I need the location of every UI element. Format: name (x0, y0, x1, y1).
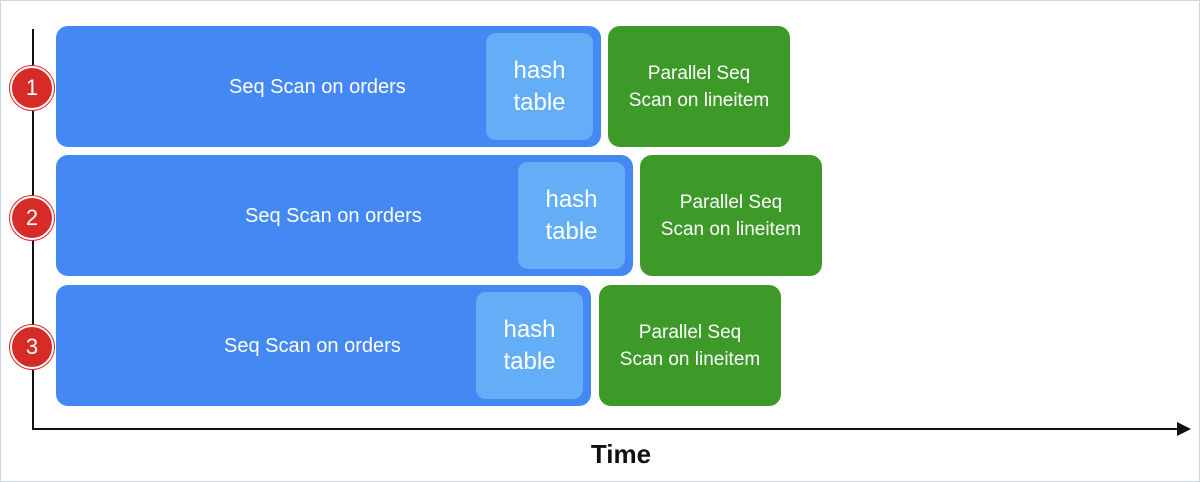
row-1-hash-table: hash table (486, 33, 593, 140)
row-3-badge: 3 (10, 325, 54, 369)
row-2-hash-line1: hash (545, 185, 598, 213)
time-axis-label: Time (590, 439, 652, 469)
row-3-hash-line2: table (503, 347, 556, 375)
row-1-badge: 1 (10, 66, 54, 110)
row-3-seq-scan-label: Seq Scan on orders (224, 335, 401, 357)
row-1-seq-scan-label: Seq Scan on orders (229, 76, 406, 98)
row-1-parallel-line2: Scan on lineitem (628, 89, 770, 111)
row-2-parallel-seq-scan: Parallel Seq Scan on lineitem (640, 155, 822, 276)
row-3-hash-table: hash table (476, 292, 583, 399)
row-1-hash-line2: table (513, 88, 566, 116)
row-1-hash-line1: hash (513, 56, 566, 84)
row-2-parallel-line2: Scan on lineitem (660, 218, 802, 240)
row-1-parallel-line1: Parallel Seq (647, 62, 751, 84)
row-2-hash-table: hash table (518, 162, 625, 269)
row-2-hash-line2: table (545, 217, 598, 245)
row-3-parallel-line2: Scan on lineitem (619, 348, 761, 370)
row-3-hash-line1: hash (503, 315, 556, 343)
row-2-badge: 2 (10, 196, 54, 240)
row-3-parallel-seq-scan: Parallel Seq Scan on lineitem (599, 285, 781, 406)
row-2-seq-scan-label: Seq Scan on orders (245, 205, 422, 227)
time-axis-arrow-icon (1177, 422, 1191, 436)
time-axis-line (32, 428, 1180, 430)
row-3-parallel-line1: Parallel Seq (638, 321, 742, 343)
row-2-parallel-line1: Parallel Seq (679, 191, 783, 213)
row-1-parallel-seq-scan: Parallel Seq Scan on lineitem (608, 26, 790, 147)
